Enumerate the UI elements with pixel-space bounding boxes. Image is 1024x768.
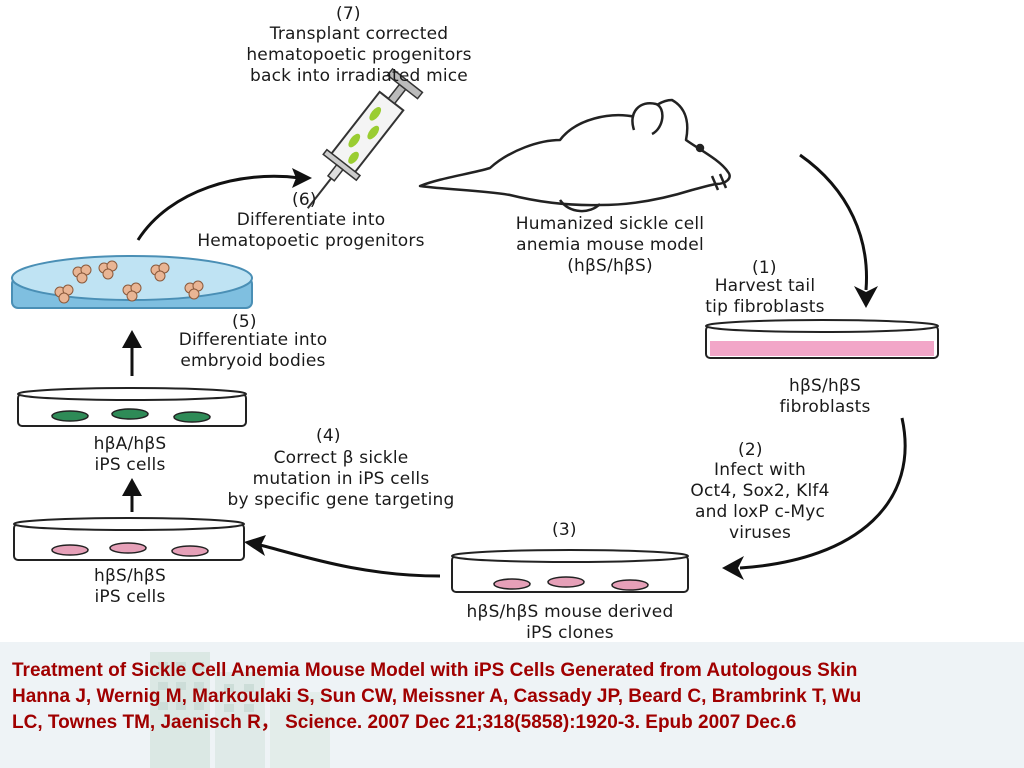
step3-line: hβS/hβS mouse derived xyxy=(466,602,674,622)
mouse-model-label: Humanized sickle cell anemia mouse model… xyxy=(480,214,740,277)
step6-number: (6) xyxy=(292,190,317,210)
corrected-cells-label: hβA/hβS iPS cells xyxy=(60,434,200,476)
arrow-step2-head xyxy=(722,556,744,580)
step2-line: Oct4, Sox2, Klf4 xyxy=(690,481,830,501)
step2-line: and loxP c-Myc xyxy=(694,502,826,522)
caption-journal-line: LC, Townes TM, Jaenisch R， Science. 2007… xyxy=(12,712,797,733)
slide-footer: Treatment of Sickle Cell Anemia Mouse Mo… xyxy=(0,642,1024,768)
step4-number: (4) xyxy=(316,426,341,446)
arrow-step3-head xyxy=(244,535,266,556)
step6-label: Differentiate into Hematopoetic progenit… xyxy=(156,210,466,252)
step3-line: iPS clones xyxy=(526,623,614,643)
citation-caption: Treatment of Sickle Cell Anemia Mouse Mo… xyxy=(12,658,1017,736)
syringe-icon xyxy=(306,67,424,209)
step7-line: back into irradiated mice xyxy=(250,66,468,86)
fibroblasts-label: hβS/hβS fibroblasts xyxy=(750,376,900,418)
ips-cells-dish xyxy=(13,517,245,561)
step2-number: (2) xyxy=(738,440,763,460)
step1-line: Harvest tail xyxy=(714,276,816,296)
arrow-step4-head xyxy=(122,478,142,496)
diagram-canvas: (7) Transplant corrected hematopoetic pr… xyxy=(11,4,939,644)
fibroblast-dish xyxy=(705,319,939,359)
step3-number: (3) xyxy=(552,520,577,540)
mouse-model-line: anemia mouse model xyxy=(516,235,704,255)
fibroblasts-line: fibroblasts xyxy=(779,397,871,417)
step5-line: embryoid bodies xyxy=(180,351,326,371)
corrected-ips-dish xyxy=(17,387,247,427)
step5-line: Differentiate into xyxy=(178,330,328,350)
step6-line: Hematopoetic progenitors xyxy=(197,231,425,251)
ips-cells-line: hβS/hβS xyxy=(94,566,166,586)
step7-label: Transplant corrected hematopoetic progen… xyxy=(214,24,504,87)
step5-number: (5) xyxy=(232,312,257,332)
step1-label: Harvest tail tip fibroblasts xyxy=(680,276,850,318)
protocol-diagram xyxy=(11,67,939,593)
step4-line: by specific gene targeting xyxy=(227,490,455,510)
ips-clones-dish xyxy=(451,549,689,593)
step4-label: Correct β sickle mutation in iPS cells b… xyxy=(186,448,496,511)
mouse-model-line: Humanized sickle cell xyxy=(515,214,705,234)
step2-line: viruses xyxy=(728,523,792,543)
arrow-step5-head xyxy=(122,330,142,348)
fibroblasts-line: hβS/hβS xyxy=(789,376,861,396)
step7-line: Transplant corrected xyxy=(269,24,449,44)
caption-title-line: Treatment of Sickle Cell Anemia Mouse Mo… xyxy=(12,660,858,681)
corrected-cells-line: iPS cells xyxy=(94,455,166,475)
step2-label: Infect with Oct4, Sox2, Klf4 and loxP c-… xyxy=(660,460,860,544)
step4-line: Correct β sickle xyxy=(273,448,409,468)
step1-line: tip fibroblasts xyxy=(705,297,825,317)
caption-authors-line: Hanna J, Wernig M, Markoulaki S, Sun CW,… xyxy=(12,686,862,707)
step3-label: hβS/hβS mouse derived iPS clones xyxy=(420,602,720,644)
step5-label: Differentiate into embryoid bodies xyxy=(146,330,360,372)
embryoid-body-dish xyxy=(11,255,253,309)
step7-number: (7) xyxy=(336,4,361,24)
step4-line: mutation in iPS cells xyxy=(252,469,430,489)
ips-cells-label: hβS/hβS iPS cells xyxy=(60,566,200,608)
corrected-cells-line: hβA/hβS xyxy=(93,434,167,454)
arrow-mouse-to-step1 xyxy=(799,153,868,291)
step2-line: Infect with xyxy=(714,460,806,480)
step6-line: Differentiate into xyxy=(236,210,386,230)
arrow-step2 xyxy=(739,417,907,570)
arrow-step6-head xyxy=(292,168,312,188)
mouse-icon xyxy=(418,98,731,213)
building-watermark-icon xyxy=(150,652,330,768)
step7-line: hematopoetic progenitors xyxy=(246,45,472,65)
step1-number: (1) xyxy=(752,258,777,278)
arrow-step1-head xyxy=(854,286,878,308)
mouse-model-line: (hβS/hβS) xyxy=(567,256,653,276)
arrow-step6-to-step7 xyxy=(136,174,301,241)
ips-cells-line: iPS cells xyxy=(94,587,166,607)
arrow-step3-to-ips xyxy=(259,543,441,578)
